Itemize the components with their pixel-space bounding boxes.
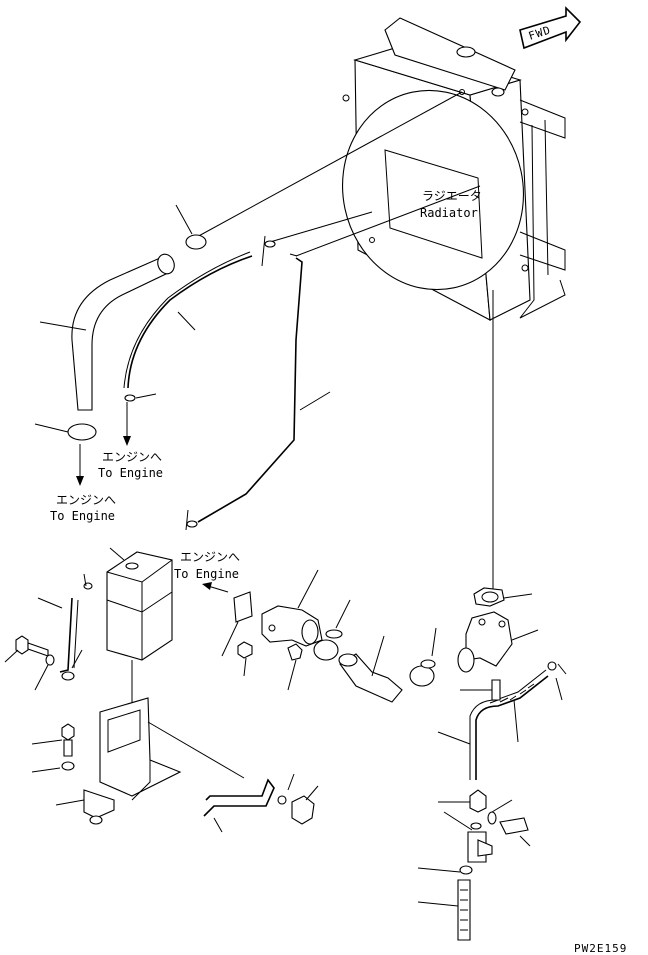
to-engine-label-en: To Engine [50,509,115,523]
to-engine-label-jp: エンジンへ [102,450,162,464]
bolt [4,635,49,663]
tank-bracket [55,697,245,825]
radiator-assembly: ラジエータ Radiator [341,17,566,321]
ref-line [295,185,481,257]
radiator-label-en: Radiator [420,206,478,220]
to-engine-arrow: エンジンへ To Engine [98,402,163,480]
hose-clamp [417,865,473,875]
water-outlet [261,569,323,647]
washer [34,654,55,691]
to-engine-label-jp: エンジンへ [56,493,116,507]
to-engine-arrow: エンジンへ To Engine [50,444,116,523]
drain-hose [437,661,567,780]
washer [31,761,75,773]
to-engine-label-jp: エンジンへ [180,550,240,564]
radiator-label-jp: ラジエータ [422,189,482,203]
drain-tube [417,879,471,941]
gasket [473,587,533,607]
drain-valve [438,789,493,863]
lower-hose [338,635,403,703]
bolt [237,641,303,691]
to-engine-label-en: To Engine [174,567,239,581]
ref-line [269,211,373,243]
washer [487,799,513,825]
fwd-arrow: FWD [519,6,582,50]
upper-hose [39,253,175,411]
reserve-tank [106,547,173,780]
drawing-code: PW2E159 [574,942,627,955]
bolt [460,679,501,701]
ref-line [194,91,463,239]
hose-clamp [409,627,437,687]
bolt [499,817,531,847]
gasket [221,591,253,657]
hose-clamp [313,599,351,661]
water-pipe [457,611,539,673]
tank-hose [37,573,93,681]
to-engine-arrow: エンジンへ To Engine [174,550,240,593]
hose-clamp [34,204,207,441]
stay [203,773,319,833]
overflow-tube [185,253,331,531]
to-engine-label-en: To Engine [98,466,163,480]
bolt [31,723,75,757]
breather-tube [123,235,276,402]
